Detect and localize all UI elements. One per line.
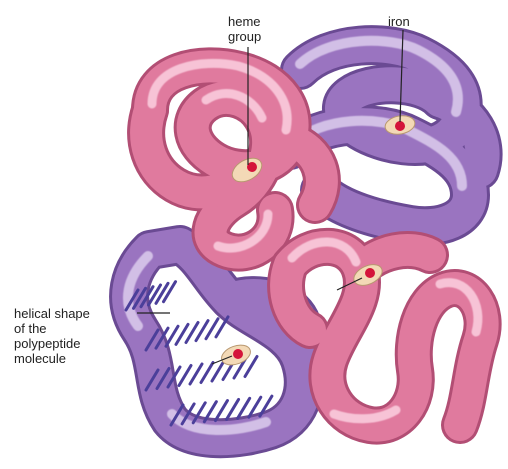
pink-lower-right-chain <box>286 242 483 426</box>
helix-stripe <box>238 398 250 418</box>
heme-group-label-line-2: group <box>228 29 261 44</box>
helical-shape-label: helical shape of the polypeptide molecul… <box>14 306 90 366</box>
helical-shape-label-line-3: polypeptide <box>14 336 90 351</box>
pink-upper-left-chain <box>146 63 322 252</box>
heme-group-label-line-1: heme <box>228 14 261 29</box>
helix-stripe <box>164 282 176 302</box>
heme-group-lower-left <box>219 341 253 368</box>
helical-shape-label-line-1: helical shape <box>14 306 90 321</box>
helix-stripe <box>149 285 161 305</box>
helical-shape-label-line-4: molecule <box>14 351 90 366</box>
iron-label: iron <box>388 14 410 29</box>
helical-shape-label-line-2: of the <box>14 321 90 336</box>
helix-stripe <box>215 401 227 421</box>
heme-group-label: heme group <box>228 14 261 44</box>
helix-stripe <box>227 399 239 419</box>
helix-stripe <box>156 283 168 303</box>
